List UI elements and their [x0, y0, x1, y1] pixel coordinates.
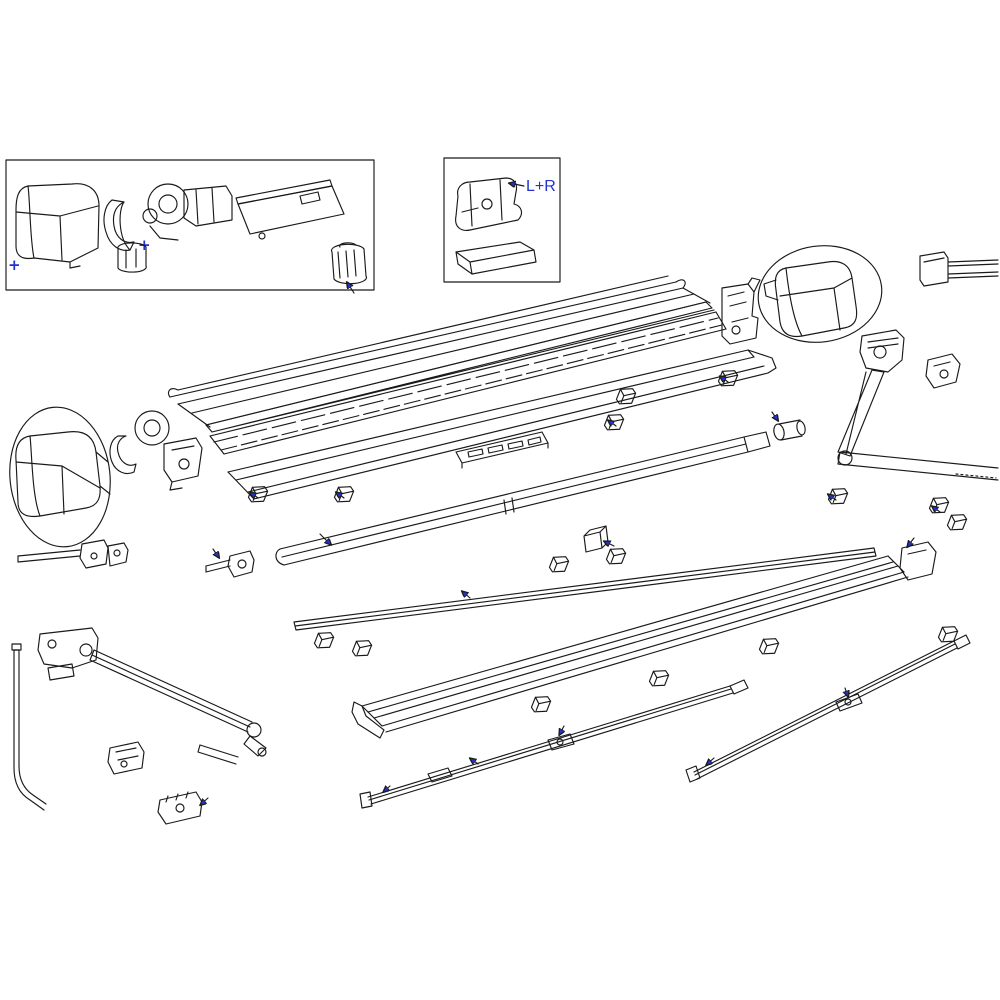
arrow	[845, 687, 848, 697]
clip-bracket	[547, 553, 572, 575]
arrow	[932, 506, 941, 512]
clip-bracket	[936, 623, 961, 645]
clip-bracket	[332, 483, 357, 505]
arrow	[462, 591, 471, 599]
awning-case-roof	[167, 275, 715, 433]
blue-dot	[258, 232, 266, 240]
callout-arrows	[200, 183, 941, 805]
inset-mid-box	[443, 157, 561, 283]
arrow	[250, 492, 259, 498]
arrow	[720, 376, 729, 382]
lead-rail-end-cap-right	[899, 541, 937, 581]
motor-assembly	[142, 183, 233, 241]
connector-far-right	[919, 251, 999, 287]
control-box	[235, 179, 345, 240]
support-rail	[293, 547, 877, 631]
connector-left-mid	[205, 550, 255, 578]
roller-end-plug	[773, 419, 806, 441]
clamp-part-bottom	[157, 791, 203, 825]
left-end-cap	[15, 431, 111, 518]
red-highlight-right-end-cap	[757, 245, 883, 343]
arrow	[470, 758, 479, 764]
right-end-cap	[763, 260, 858, 338]
roller-tube	[275, 431, 771, 566]
arrow	[213, 548, 219, 558]
support-arm-left	[37, 627, 267, 765]
plus-mark: +	[8, 256, 21, 274]
wall-mount-bracket-right	[721, 277, 761, 345]
clamp-bracket	[103, 199, 135, 251]
spare-end-cap	[15, 183, 100, 269]
fabric-roll	[209, 311, 727, 455]
clip-bracket	[529, 693, 554, 715]
arrow	[604, 541, 615, 546]
arrow	[907, 537, 915, 547]
clip-bracket	[312, 629, 337, 651]
awning-case-bottom	[227, 349, 777, 500]
mount-bracket-spare	[455, 177, 523, 231]
clip-bracket	[604, 545, 629, 567]
ladder-bracket	[455, 431, 549, 469]
arrow	[319, 533, 331, 545]
support-arm-right	[837, 329, 999, 481]
rafter-arm-a	[359, 679, 749, 809]
left-cap-cluster	[109, 410, 203, 491]
arm-bracket-right	[925, 353, 961, 389]
arrow	[608, 420, 617, 426]
arrow	[347, 282, 355, 294]
arrow	[559, 725, 564, 735]
clip-bracket	[757, 635, 782, 657]
clip-bracket	[826, 485, 851, 507]
clip-bracket	[647, 667, 672, 689]
arrow	[336, 492, 345, 498]
inset-left-box	[5, 159, 375, 291]
canister	[330, 242, 368, 285]
spacer-box	[455, 241, 537, 275]
pull-rod-left	[17, 539, 129, 569]
gearbox-part	[107, 741, 145, 775]
adapter-cylinder	[117, 242, 147, 273]
red-highlight-left-end-cap	[9, 406, 111, 548]
arrow	[383, 786, 391, 792]
arrow	[200, 797, 209, 805]
left-right-label: L+R	[526, 178, 556, 195]
clip-bracket	[350, 637, 375, 659]
arrow	[706, 757, 715, 765]
clip-bracket	[927, 494, 952, 516]
crank-rod	[11, 643, 47, 811]
clip-bracket	[945, 511, 970, 533]
rafter-arm-b	[685, 634, 971, 783]
arrow	[828, 494, 837, 500]
slider-cube	[583, 525, 609, 553]
arrow	[772, 411, 778, 421]
arrow	[509, 183, 525, 186]
clip-bracket	[602, 411, 627, 433]
